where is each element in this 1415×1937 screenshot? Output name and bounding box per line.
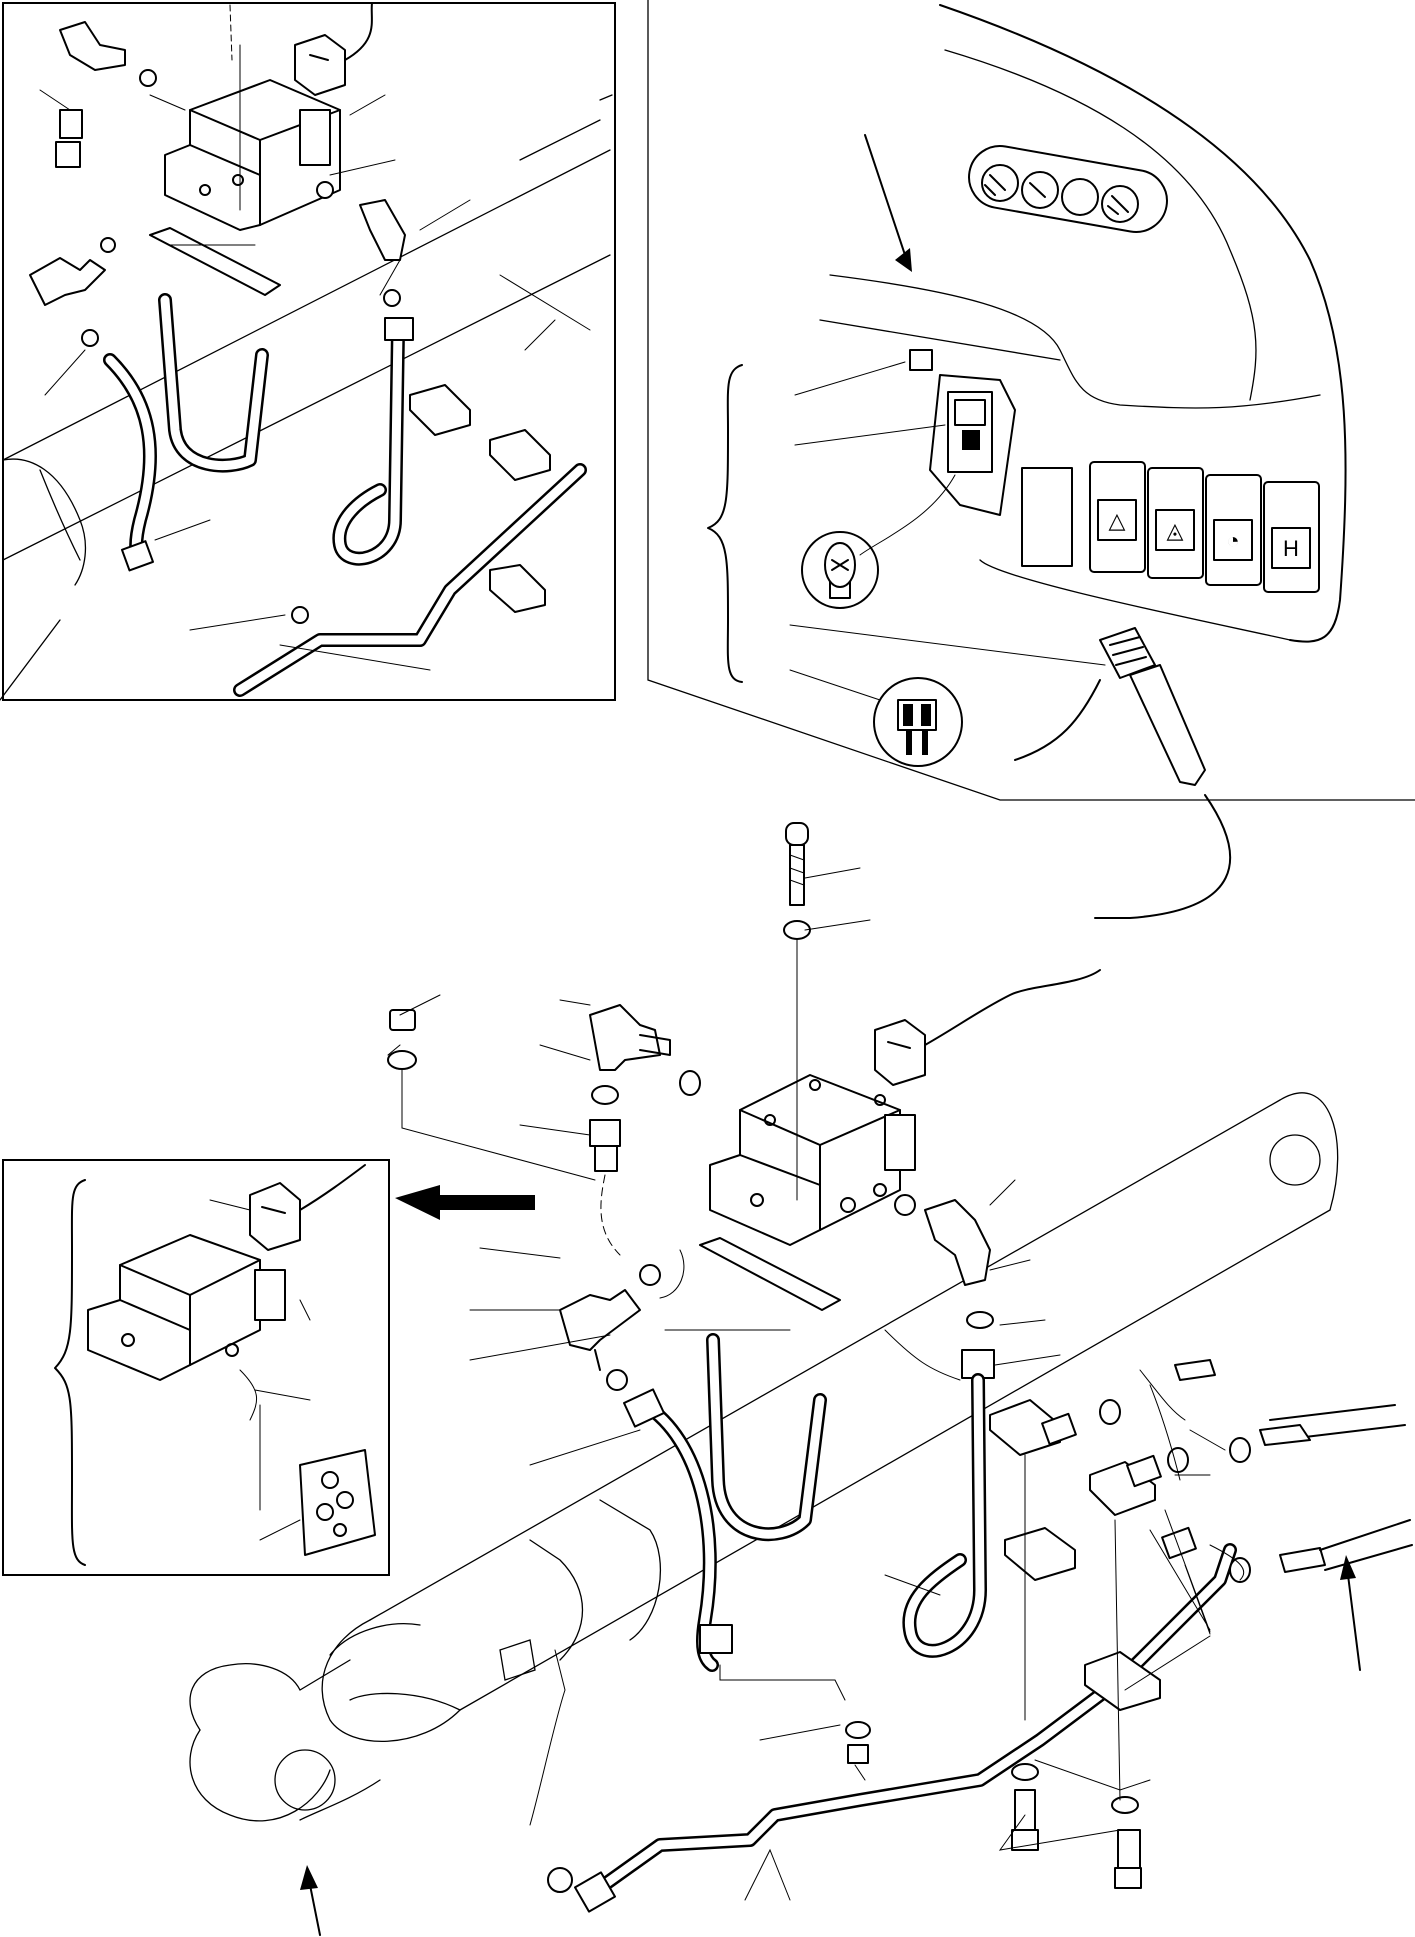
bracket-brace-cab [707, 364, 743, 683]
switch-1-symbol: △ [1109, 508, 1126, 533]
solenoid-connector [874, 969, 1101, 1086]
valve-block [709, 1074, 916, 1246]
bolt-top [783, 822, 811, 1201]
elbow-fitting-left [559, 1264, 661, 1391]
switch-2-symbol: ◬ [1167, 518, 1184, 543]
indicator-lens [909, 349, 933, 371]
switch-row: △ ◬ ◔ H [1089, 461, 1320, 593]
solenoid-connector-detail [294, 2, 373, 96]
bracket-brace-left [54, 1179, 86, 1566]
bulb-icon [801, 531, 879, 609]
switch-3[interactable]: ◔ [1205, 474, 1262, 586]
rocker-switch-main[interactable] [929, 374, 1016, 516]
elbow-fittings-detail [29, 21, 406, 624]
hose-nut [699, 1624, 733, 1654]
elbow-fitting-top [589, 1004, 701, 1096]
wiring-harness-connector [1014, 627, 1232, 919]
quick-couplers-right [1099, 1359, 1413, 1583]
arrow-icon-cylinder [300, 1865, 318, 1890]
switch-4-symbol: H [1283, 536, 1299, 561]
pipe-clamps [989, 1399, 1197, 1711]
union-fitting-top [589, 1085, 621, 1256]
hydraulic-cylinder [189, 1092, 1339, 1822]
arrow-icon-detail [395, 1185, 535, 1220]
elbow-fitting-right [894, 1194, 995, 1379]
detail-panel-top-left [0, 2, 616, 701]
main-assembly [189, 822, 1413, 1936]
blank-plug [1021, 467, 1073, 567]
indicator-light-strip [968, 145, 1168, 233]
switch-4[interactable]: H [1263, 481, 1320, 593]
mounting-plate [699, 1237, 841, 1311]
fuse-icon [873, 677, 963, 767]
arrow-icon-coupler [1340, 1555, 1356, 1580]
valve-block-detail [164, 79, 341, 231]
detail-panel-left [2, 1159, 535, 1576]
switch-1[interactable]: △ [1089, 461, 1146, 573]
switch-3-symbol: ◔ [1226, 528, 1239, 553]
nut-and-washer-left [387, 1009, 596, 1181]
arrow-icon-cab [895, 248, 912, 272]
switch-2[interactable]: ◬ [1147, 467, 1204, 579]
connector-plug-icon [299, 1449, 376, 1556]
bolts-lower [845, 1721, 1142, 1889]
cab-panel-detail: △ ◬ ◔ H [647, 0, 1415, 919]
